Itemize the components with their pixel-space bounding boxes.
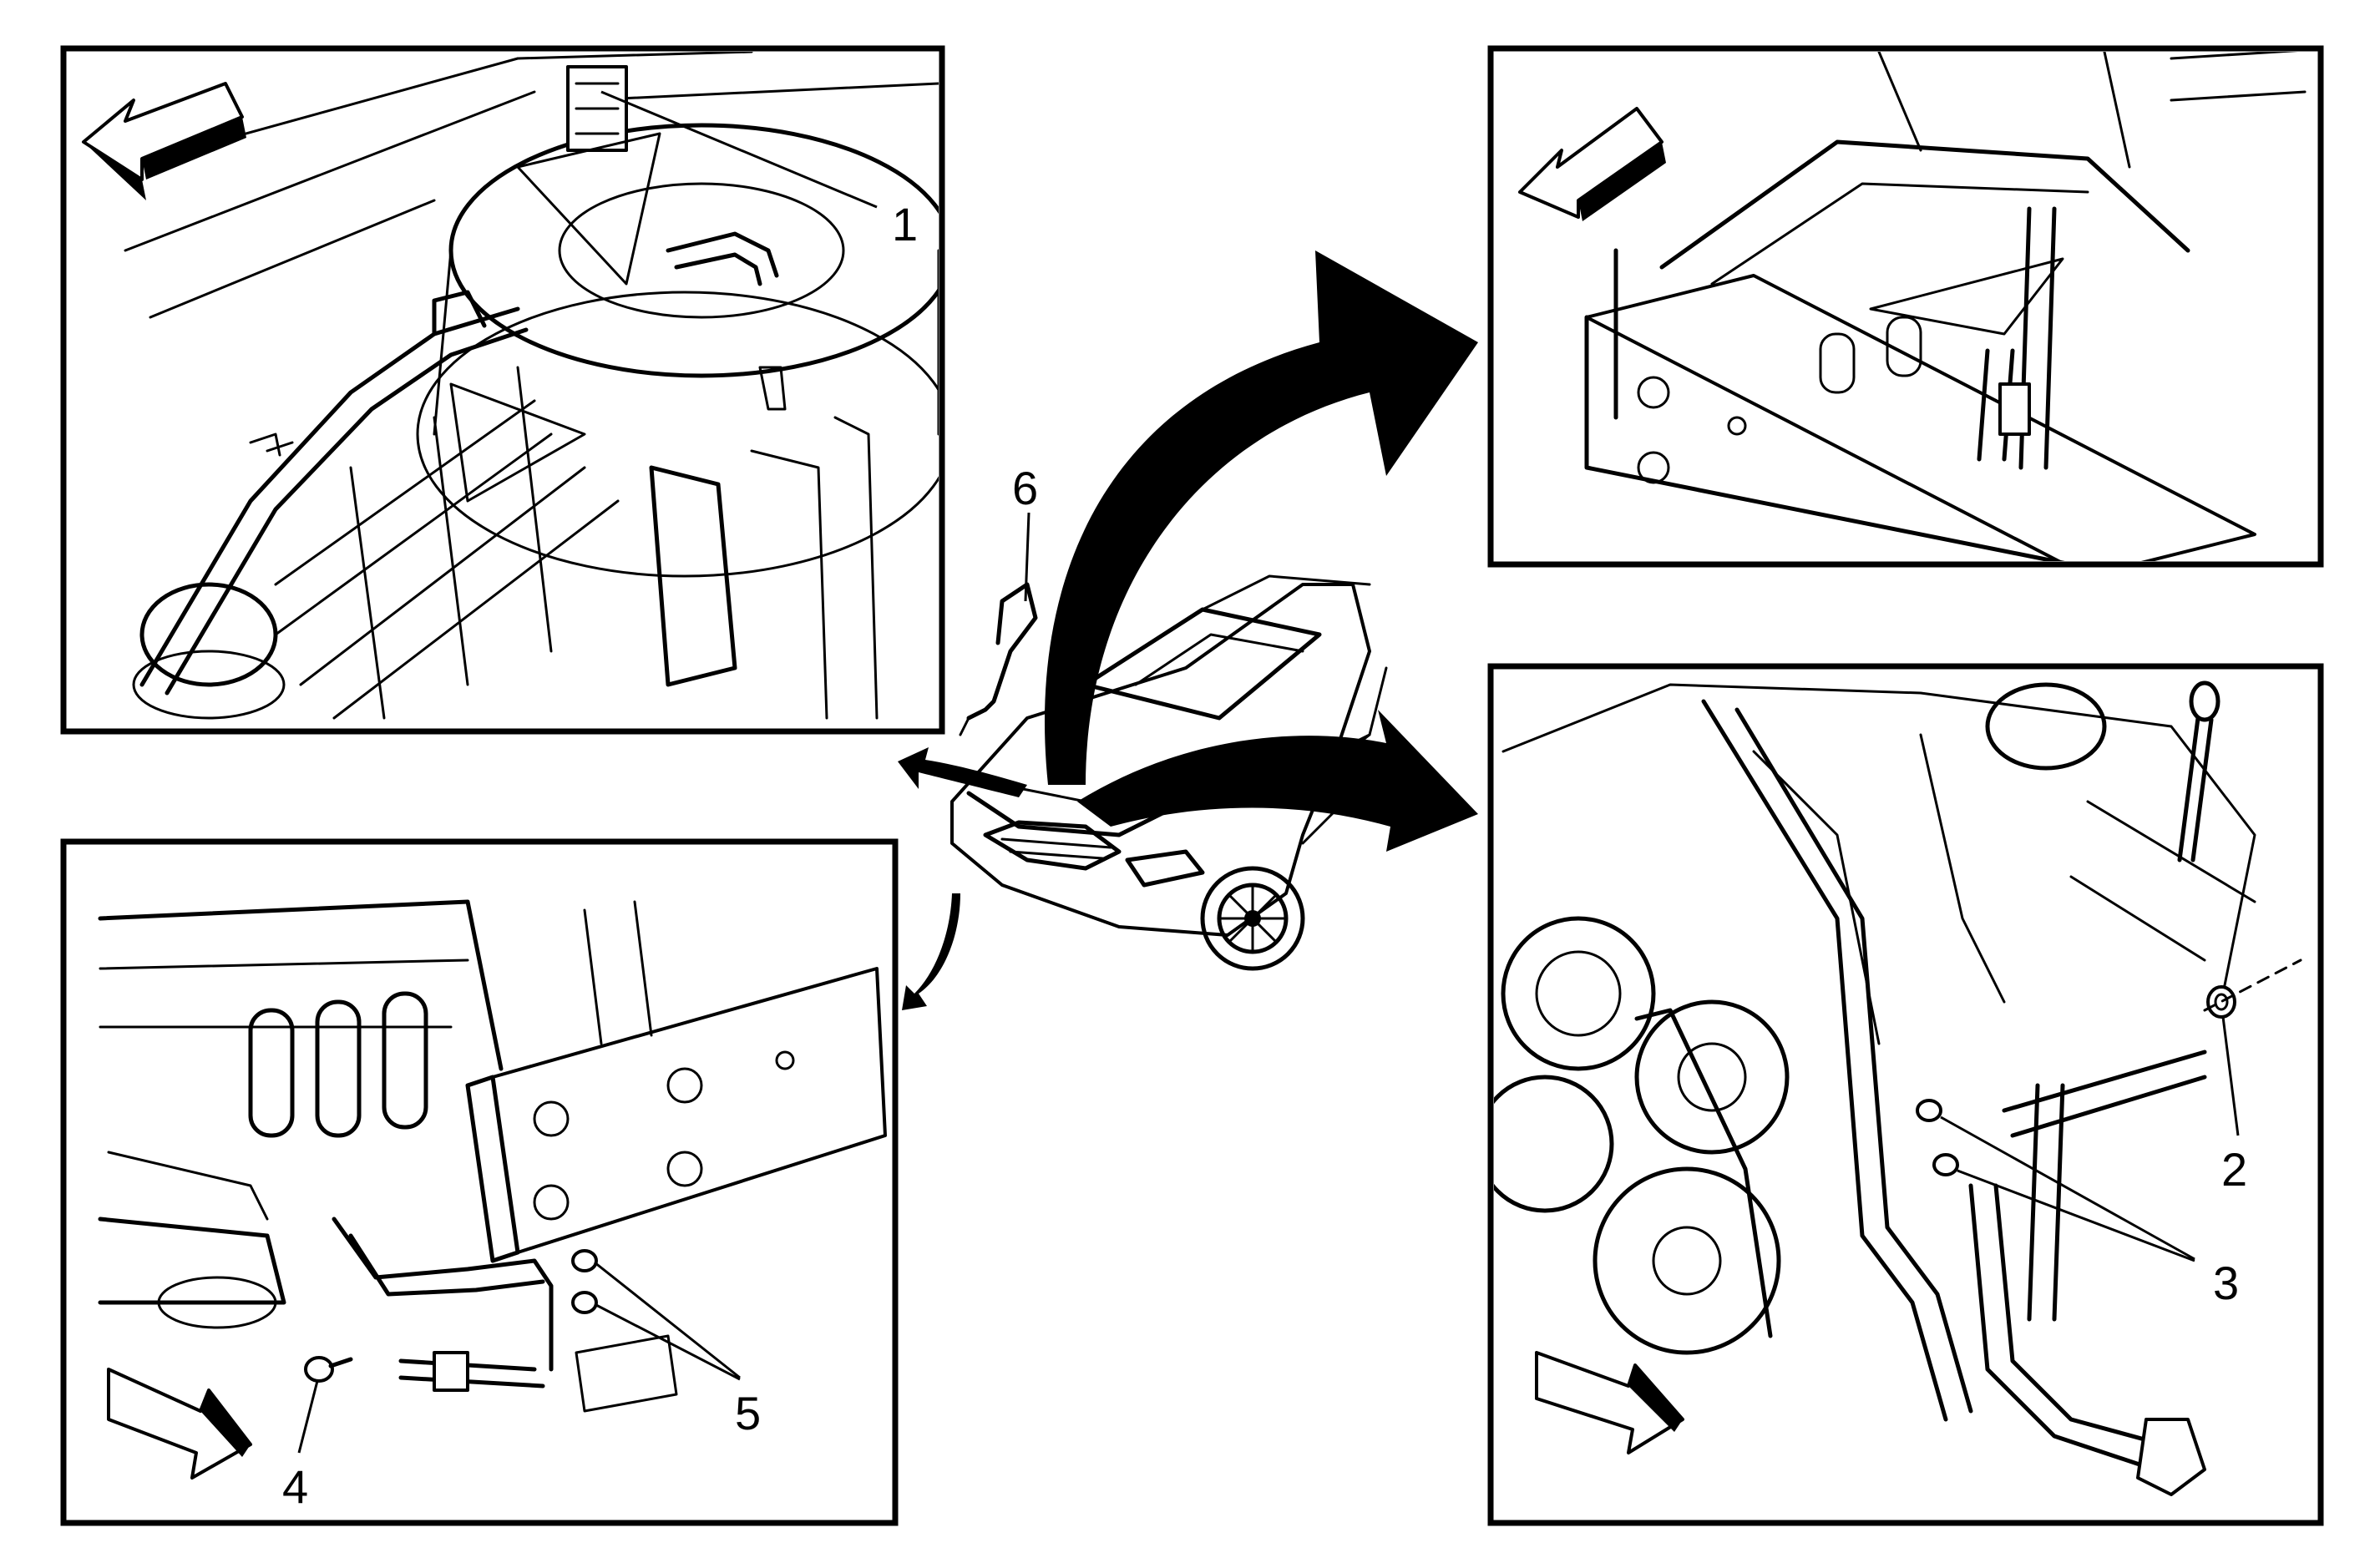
panel-top-left: 1 — [60, 45, 945, 735]
callout-6: 6 — [1012, 462, 1038, 514]
callout-arrow-icon — [1044, 250, 1478, 785]
callout-4: 4 — [282, 1460, 308, 1513]
direction-arrow-icon — [107, 1368, 252, 1480]
seal-ring-icon — [2206, 985, 2236, 1019]
callout-2: 2 — [2221, 1143, 2247, 1196]
callout-5: 5 — [735, 1387, 761, 1439]
callout-3: 3 — [2213, 1257, 2239, 1309]
vehicle-overview: 6 — [898, 250, 1478, 1010]
callout-arrow-icon — [902, 893, 960, 1010]
callout-arrow-icon — [1077, 710, 1478, 852]
panel-bottom-right: 2 3 — [1487, 663, 2324, 1526]
callout-1: 1 — [892, 198, 918, 250]
direction-arrow-icon — [1518, 107, 1666, 221]
direction-arrow-icon — [1535, 1351, 1684, 1454]
bolt-icon — [304, 1356, 353, 1383]
direction-arrow-icon — [82, 82, 246, 200]
panel-bottom-left: 4 5 — [60, 838, 899, 1526]
callout-arrow-icon — [898, 747, 1027, 797]
panel-top-right — [1487, 45, 2324, 568]
